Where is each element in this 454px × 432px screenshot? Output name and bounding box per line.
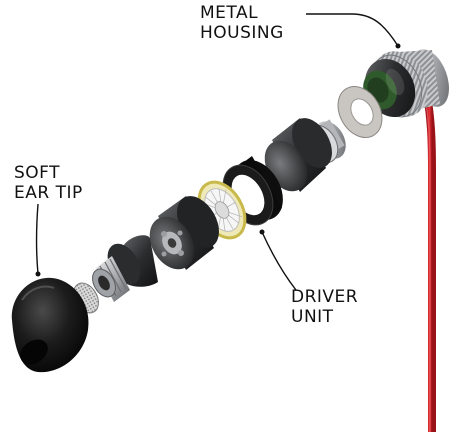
leader-dot-metal-housing [395, 43, 401, 49]
leader-dot-ear-tip [35, 271, 41, 277]
leader-line-driver [261, 231, 297, 291]
callout-soft-ear-tip-line-1: SOFT [14, 163, 61, 183]
front-housing [149, 196, 219, 270]
leader-lines [35, 13, 399, 291]
metal-washer [337, 86, 383, 138]
soft-ear-tip [11, 277, 89, 373]
callout-soft-ear-tip: SOFT EAR TIP [14, 163, 83, 203]
cable [416, 82, 438, 432]
leader-dots [35, 43, 401, 277]
inner-cylinder [264, 118, 332, 192]
leader-line-ear-tip [35, 203, 39, 275]
callout-metal-housing-line-1: METAL [200, 3, 259, 23]
leader-line-metal-housing [306, 13, 399, 47]
leader-dot-driver [259, 229, 265, 235]
callout-metal-housing: METAL HOUSING [200, 3, 284, 43]
callout-driver-unit: DRIVER UNIT [291, 287, 358, 327]
callout-metal-housing-line-2: HOUSING [200, 23, 284, 43]
callout-driver-unit-line-1: DRIVER [291, 287, 359, 307]
nozzle [92, 256, 130, 302]
callout-soft-ear-tip-line-2: EAR TIP [14, 183, 83, 203]
callout-driver-unit-line-2: UNIT [291, 307, 334, 327]
